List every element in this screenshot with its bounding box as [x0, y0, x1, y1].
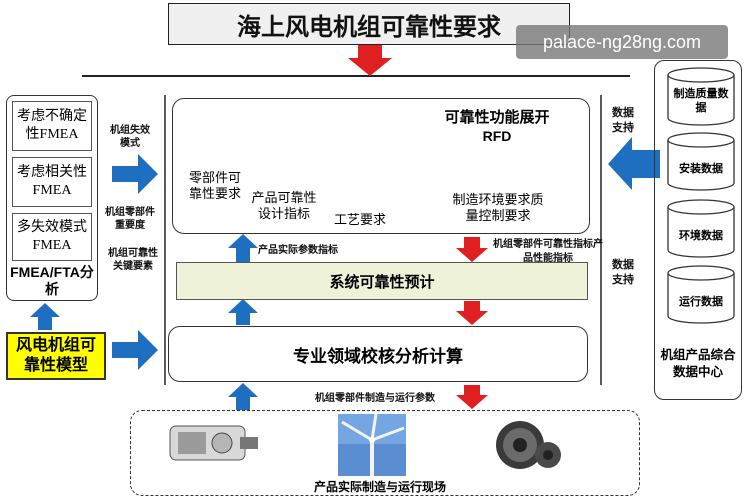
- blue-up-arrow-field-calc: [228, 383, 258, 410]
- nacelle-illustration: [169, 425, 258, 461]
- cylinder-group: [667, 67, 735, 324]
- fmea-box-multi-failure[interactable]: 多失效模式FMEA: [12, 213, 92, 261]
- note-failure-mode: 机组失效模式: [110, 125, 150, 149]
- field-label: 产品实际制造与运行现场: [313, 480, 446, 494]
- rfd-stage-components: 零部件可靠性要求: [188, 170, 241, 201]
- blue-up-arrow-model-fmea: [30, 303, 60, 330]
- blue-left-arrow-data: [608, 137, 660, 190]
- title-box: 海上风电机组可靠性要求: [168, 3, 570, 45]
- data-support-upper: 数据支持: [612, 107, 634, 134]
- rfd-box[interactable]: [172, 98, 590, 234]
- watermark: palace-ng28ng.com: [516, 25, 728, 59]
- fmea-fta-label: FMEA/FTA分析: [10, 264, 94, 297]
- cylinder-environment[interactable]: 环境数据: [679, 230, 723, 242]
- cylinder-operation[interactable]: 运行数据: [679, 296, 723, 308]
- rfd-stage-process: 工艺要求: [333, 212, 386, 227]
- rfd-stage-design: 产品可靠性设计指标: [251, 190, 317, 221]
- data-center-label: 机组产品综合数据中心: [660, 348, 736, 379]
- red-arrow-system-calc: [456, 301, 488, 325]
- cylinder-installation[interactable]: 安装数据: [679, 163, 723, 175]
- calculation-box[interactable]: 专业领域校核分析计算: [168, 326, 588, 382]
- fmea-box-correlation[interactable]: 考虑相关性FMEA: [12, 157, 92, 207]
- component-index-label: 机组零部件可靠性指标产品性能指标: [493, 239, 603, 264]
- blue-up-arrow-calc-system: [228, 299, 258, 325]
- blue-right-arrow-fmea-rfd: [112, 154, 158, 194]
- gear-illustration: [496, 421, 561, 469]
- blue-right-arrow-model-calc: [112, 330, 158, 370]
- data-support-lower: 数据支持: [612, 259, 634, 286]
- red-arrow-rfd-system: [456, 237, 488, 262]
- field-area: [130, 410, 640, 496]
- rfd-title: 可靠性功能展开: [444, 109, 550, 126]
- red-arrow-title: [348, 45, 392, 76]
- system-reliability-box[interactable]: 系统可靠性预计: [176, 262, 588, 300]
- red-arrow-calc-field: [456, 385, 488, 409]
- bottom-param-label: 机组零部件制造与运行参数: [315, 393, 435, 404]
- actual-param-label: 产品实际参数指标: [258, 245, 338, 256]
- rfd-stage-manufacturing: 制造环境要求质量控制要求: [452, 192, 544, 223]
- wind-turbine-illustration: [338, 413, 406, 476]
- data-center-panel: [654, 60, 742, 400]
- note-importance: 机组零部件重要度: [105, 207, 155, 231]
- page-title: 海上风电机组可靠性要求: [237, 13, 501, 41]
- cylinder-manufacturing-quality[interactable]: 制造质量数据: [673, 88, 729, 114]
- note-key-elements: 机组可靠性关键要素: [108, 248, 158, 272]
- blue-up-arrow-system-rfd: [228, 234, 258, 262]
- reliability-model-box[interactable]: 风电机组可靠性模型: [6, 332, 106, 380]
- rfd-subtitle: RFD: [482, 128, 512, 144]
- fmea-box-uncertainty[interactable]: 考虑不确定性FMEA: [12, 101, 92, 151]
